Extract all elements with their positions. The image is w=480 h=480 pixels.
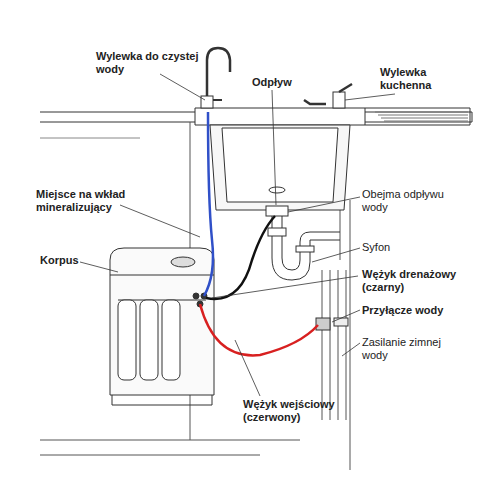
callout-label: Wężyk drenażowy (czarny) bbox=[362, 268, 462, 294]
callout-label: Odpływ bbox=[252, 76, 312, 89]
callout-label: Korpus bbox=[40, 254, 100, 267]
callout-label: Przyłącze wody bbox=[362, 304, 462, 317]
callout-label: Obejma odpływu wody bbox=[362, 188, 462, 214]
callout-label: Wylewka do czystej wody bbox=[96, 50, 206, 76]
callout-label: Miejsce na wkład mineralizujący bbox=[36, 188, 154, 214]
callout-label: Wylewka kuchenna bbox=[380, 66, 460, 92]
callout-label: Wężyk wejściowy (czerwony) bbox=[243, 398, 353, 424]
callout-label: Syfon bbox=[362, 241, 422, 254]
callout-label: Zasilanie zimnej wody bbox=[362, 336, 458, 362]
